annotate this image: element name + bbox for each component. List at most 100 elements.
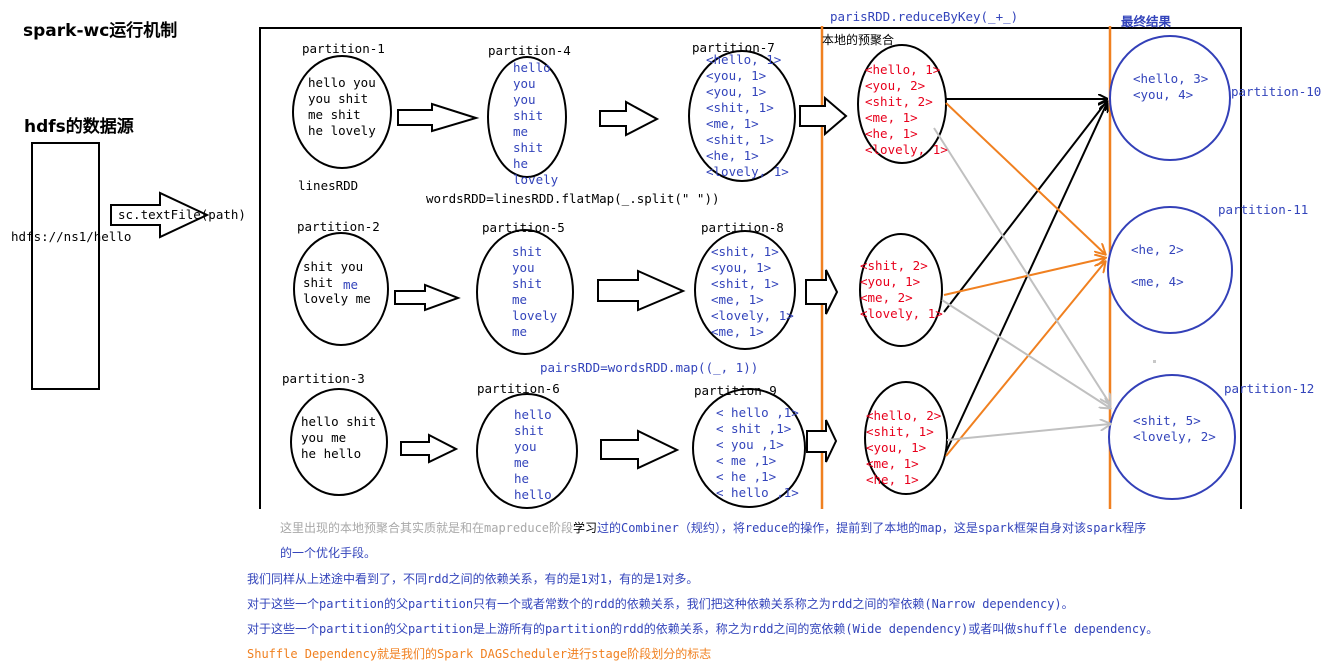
partition-9-label: partition-9 [694, 383, 777, 398]
note-line-6: Shuffle Dependency就是我们的Spark DAGSchedule… [247, 647, 712, 661]
list-item: me [512, 292, 528, 307]
note-line-1b: 过的Combiner（规约），将reduce的操作，提前到了本地的map，这是s… [597, 521, 1147, 535]
list-item: hello [514, 407, 552, 422]
partition-10-label: partition-10 [1231, 84, 1322, 99]
partition-2-content: shit you shit lovely me [303, 259, 371, 307]
note-line-5: 对于这些一个partition的父partition是上游所有的partitio… [247, 622, 1159, 636]
lines-rdd-label: linesRDD [298, 178, 359, 193]
partition-9-ellipse [692, 388, 806, 508]
combine-2-content: <shit, 2> <you, 1> <me, 2> <lovely, 1> [860, 258, 943, 322]
list-item: <you, 1> [706, 68, 767, 83]
list-item: < he ,1> [716, 469, 777, 484]
partition-8-ellipse [694, 230, 796, 350]
shuffle-line-gray-2 [941, 299, 1110, 408]
combine-3-ellipse [864, 381, 948, 495]
partition-5-label: partition-5 [482, 220, 565, 235]
list-item: <lovely, 1> [865, 142, 948, 157]
list-item: you [512, 260, 535, 275]
list-item: he hello [301, 446, 362, 461]
list-item: <shit, 2> [865, 94, 933, 109]
combine-2-ellipse [859, 233, 943, 347]
list-item: <you, 1> [711, 260, 772, 275]
partition-10-ellipse [1109, 35, 1231, 161]
partition-12-ellipse [1108, 374, 1236, 500]
partition-11-ellipse [1107, 206, 1233, 334]
partition-1-label: partition-1 [302, 41, 385, 56]
list-item: <lovely, 1> [711, 308, 794, 323]
list-item: you [514, 439, 537, 454]
list-item: <lovely, 1> [706, 164, 789, 179]
hdfs-source-box [31, 142, 100, 390]
shuffle-line-black-2 [943, 101, 1107, 313]
list-item: <you, 4> [1133, 87, 1194, 102]
shuffle-line-orange-2 [943, 258, 1105, 296]
list-item: <you, 2> [865, 78, 926, 93]
partition-2-ellipse [293, 232, 389, 346]
partition-4-ellipse [487, 56, 567, 178]
hdfs-path-label: hdfs://ns1/hello [11, 229, 132, 244]
partition-12-label: partition-12 [1224, 381, 1315, 396]
list-item: me [513, 124, 529, 139]
list-item: lovely me [303, 291, 371, 306]
list-item: he [513, 156, 529, 171]
note-line-4: 对于这些一个partition的父partition只有一个或者常数个的rdd的… [247, 597, 1074, 611]
list-item: hello shit [301, 414, 377, 429]
textfile-label: sc.textFile(path) [118, 207, 246, 222]
list-item: <you, 1> [706, 84, 767, 99]
list-item: <me, 1> [706, 116, 759, 131]
combine-arrow-1 [799, 95, 848, 137]
partition-1-content: hello you you shit me shit he lovely [308, 75, 376, 139]
list-item: <he, 1> [706, 148, 759, 163]
partition-10-content: <hello, 3> <you, 4> [1133, 71, 1208, 103]
list-item: shit [513, 140, 544, 155]
list-item: shit [303, 275, 334, 290]
local-combine-label: 本地的预聚合 [822, 33, 895, 47]
partition-3-ellipse [290, 388, 388, 496]
partition-5-ellipse [476, 229, 574, 355]
list-item: <me, 1> [866, 456, 919, 471]
partition-8-label: partition-8 [701, 220, 784, 235]
list-item: you me [301, 430, 347, 445]
list-item: me [514, 455, 530, 470]
partition-3-label: partition-3 [282, 371, 365, 386]
list-item: me shit [308, 107, 361, 122]
partition-11-item-2: <me, 4> [1131, 274, 1184, 289]
list-item: < hello ,1> [716, 485, 799, 500]
partition-7-ellipse [688, 50, 796, 182]
note-line-2: 的一个优化手段。 [280, 546, 377, 560]
list-item: <shit, 1> [706, 100, 774, 115]
main-frame [259, 27, 1242, 509]
partition-8-content: <shit, 1> <you, 1> <shit, 1> <me, 1> <lo… [711, 244, 794, 340]
textfile-arrow [110, 191, 210, 239]
shuffle-line-gray-1 [933, 127, 1110, 404]
partition-6-label: partition-6 [477, 381, 560, 396]
reduce-by-key-label: parisRDD.reduceByKey(_+_) [830, 9, 1019, 24]
list-item: shit [512, 244, 543, 259]
note-line-3: 我们同样从上述途中看到了，不同rdd之间的依赖关系，有的是1对1，有的是1对多。 [247, 572, 699, 586]
list-item: <hello, 2> [866, 408, 942, 423]
source-title: hdfs的数据源 [24, 117, 134, 137]
final-result-label: 最终结果 [1121, 14, 1172, 29]
partition-9-content: < hello ,1> < shit ,1> < you ,1> < me ,1… [716, 405, 799, 501]
shuffle-line-orange-3 [945, 262, 1105, 457]
partition-11-label: partition-11 [1218, 202, 1309, 217]
list-item: shit [512, 276, 543, 291]
partition-7-content: <hello, 1> <you, 1> <you, 1> <shit, 1> <… [706, 52, 789, 180]
page-title: spark-wc运行机制 [23, 21, 178, 41]
words-rdd-label: wordsRDD=linesRDD.flatMap(_.split(" ")) [426, 191, 720, 206]
shuffle-line-gray-3 [946, 424, 1110, 441]
list-item: lovely [512, 308, 558, 323]
list-item: me [512, 324, 528, 339]
list-item: <lovely, 2> [1133, 429, 1216, 444]
list-item: <me, 1> [711, 324, 764, 339]
partition-7-label: partition-7 [692, 40, 775, 55]
list-item: <hello, 1> [706, 52, 782, 67]
list-item: you [513, 92, 536, 107]
list-item: <lovely, 1> [860, 306, 943, 321]
note-line-1: 这里出现的本地预聚合其实质就是和在mapreduce阶段学习过的Combiner… [280, 519, 1146, 536]
list-item: hello [514, 487, 552, 502]
combine-3-content: <hello, 2> <shit, 1> <you, 1> <me, 1> <h… [866, 408, 941, 488]
list-item: shit you [303, 259, 364, 274]
list-item: <he, 1> [866, 472, 919, 487]
